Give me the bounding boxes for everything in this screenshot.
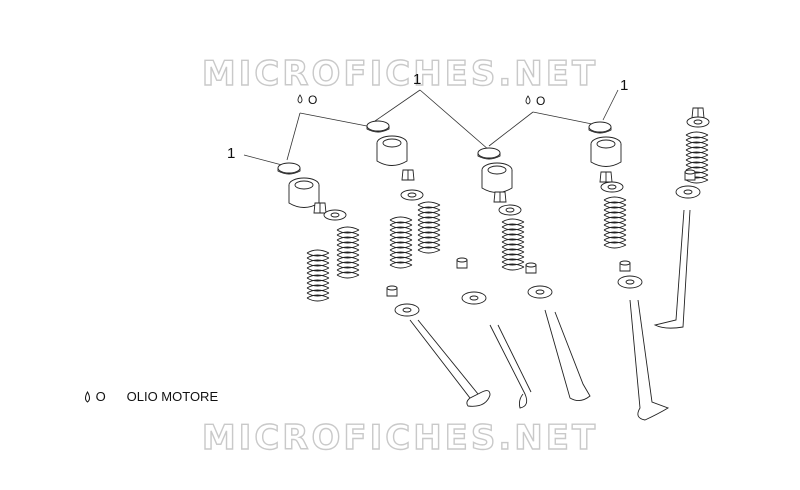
spring-retainer-4 bbox=[600, 181, 624, 193]
valve-seal-5 bbox=[684, 169, 696, 181]
valve-keeper-5 bbox=[691, 107, 705, 119]
valve-seal-4 bbox=[619, 260, 631, 272]
oil-mark: O bbox=[308, 93, 318, 107]
shim-1 bbox=[277, 162, 301, 175]
valve-keeper-3 bbox=[493, 191, 507, 203]
valve-keeper-1 bbox=[313, 202, 327, 214]
shim-4 bbox=[588, 121, 612, 134]
valve-assembly-5 bbox=[653, 107, 710, 329]
spring-seat-5 bbox=[675, 185, 701, 199]
callout-label: 1 bbox=[227, 145, 236, 162]
bucket-tappet-1 bbox=[288, 177, 320, 208]
valve-assembly-2 bbox=[366, 120, 491, 407]
bucket-tappet-3 bbox=[481, 162, 513, 193]
spring-retainer-5 bbox=[686, 116, 710, 128]
spring-seat-3b bbox=[527, 285, 553, 299]
spring-retainer-3 bbox=[498, 204, 522, 216]
spring-3 bbox=[501, 218, 525, 271]
spring-seat-2 bbox=[394, 303, 420, 317]
spring-seat-3a bbox=[461, 291, 487, 305]
shim-3 bbox=[477, 147, 501, 160]
legend: O OLIO MOTORE bbox=[83, 390, 218, 403]
inner-spring-2 bbox=[417, 201, 441, 254]
shim-2 bbox=[366, 120, 390, 133]
bucket-tappet-4 bbox=[590, 136, 622, 167]
oil-drop-icon bbox=[85, 390, 90, 403]
valve-seal-2 bbox=[386, 285, 398, 297]
valve-assembly-4 bbox=[588, 121, 670, 421]
outer-spring-2 bbox=[389, 216, 413, 269]
watermark-top: MICROFICHES.NET bbox=[201, 53, 599, 94]
legend-symbol: O bbox=[83, 390, 123, 403]
legend-label: OLIO MOTORE bbox=[126, 389, 219, 404]
valve-3 bbox=[489, 324, 528, 409]
valve-keeper-4 bbox=[599, 171, 613, 183]
inner-spring-1 bbox=[336, 226, 360, 279]
spring-retainer-1 bbox=[323, 209, 347, 221]
valve-6 bbox=[653, 209, 691, 329]
valve-keeper-2 bbox=[401, 169, 415, 181]
spring-4 bbox=[603, 196, 627, 249]
oil-drop-icon bbox=[525, 95, 531, 105]
valve-5 bbox=[629, 299, 670, 421]
valve-assembly-1 bbox=[277, 162, 360, 302]
bucket-tappet-2 bbox=[376, 135, 408, 166]
valve-2 bbox=[409, 319, 491, 407]
legend-symbol-text: O bbox=[95, 389, 106, 404]
callout-label: 1 bbox=[620, 77, 629, 94]
oil-mark: O bbox=[536, 94, 546, 108]
valve-4 bbox=[544, 309, 591, 401]
valve-seal-3a bbox=[456, 257, 468, 269]
oil-drop-icon bbox=[297, 94, 303, 104]
spring-retainer-2 bbox=[400, 189, 424, 201]
watermark-bottom: MICROFICHES.NET bbox=[201, 417, 599, 458]
valve-assembly-3 bbox=[456, 147, 591, 409]
leader-lines bbox=[243, 89, 619, 166]
spring-seat-4 bbox=[617, 275, 643, 289]
outer-spring-1 bbox=[306, 249, 330, 302]
callout-label: 1 bbox=[413, 71, 422, 88]
valve-seal-3b bbox=[525, 262, 537, 274]
